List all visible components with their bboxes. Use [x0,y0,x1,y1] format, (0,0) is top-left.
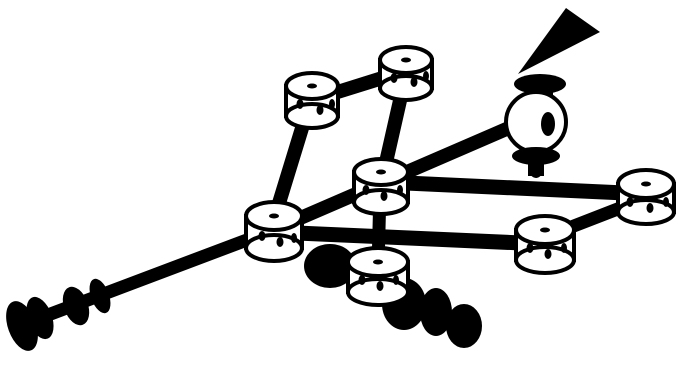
hub-connector-top-left [284,71,340,130]
hub-connector-lower-right [514,214,576,275]
connecting-rod-icon [266,224,552,252]
hub-connector-icon [284,71,340,130]
connecting-rod-icon [376,174,654,202]
hub-connector-icon [616,168,676,226]
hub-connector-lower-center [346,246,410,307]
hub-connector-center [352,157,410,216]
spool-end-icon [6,278,111,351]
hub-connector-icon [244,200,304,263]
hub-connector-icon [378,45,434,102]
hub-connector-top-right [378,45,434,102]
spool-end-icon [304,244,482,348]
cone-cap-icon [514,8,600,96]
ball-joint-icon [504,90,568,176]
hub-connector-icon [346,246,410,307]
hub-connector-icon [352,157,410,216]
hub-connector-icon [514,214,576,275]
hub-connector-left [244,200,304,263]
hub-connector-right [616,168,676,226]
